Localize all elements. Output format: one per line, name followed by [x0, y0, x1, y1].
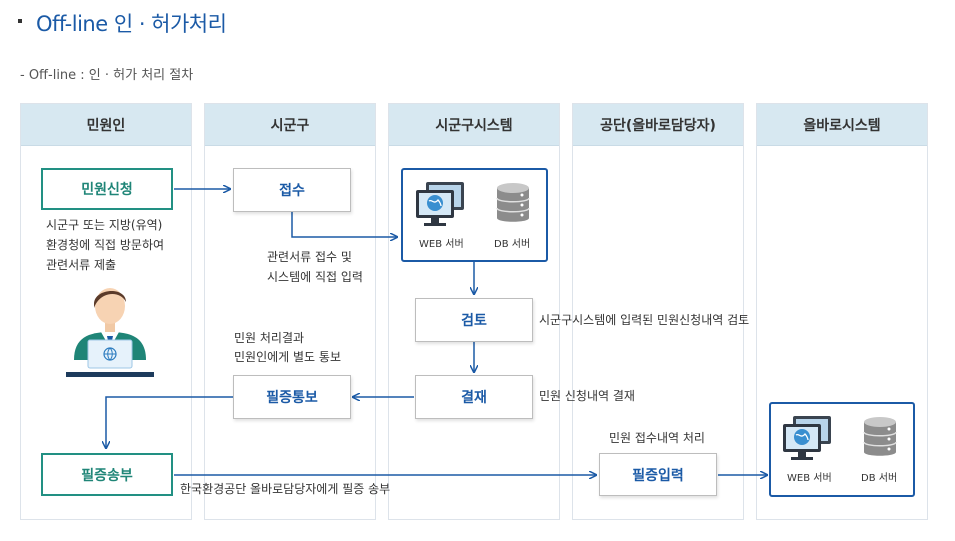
- title-bullet: [18, 19, 22, 23]
- input-box: 필증입력: [599, 453, 717, 496]
- apply-box: 민원신청: [41, 168, 173, 210]
- lane-header: 올바로시스템: [757, 104, 927, 146]
- page-subtitle: - Off-line : 인 · 허가 처리 절차: [20, 68, 194, 83]
- web-server-label: WEB 서버: [787, 473, 832, 484]
- arrow-icon: [106, 396, 233, 448]
- lane-corporation: 공단(올바로담당자): [572, 103, 744, 520]
- result-note-line-1: 민원 처리결과: [234, 331, 305, 345]
- send-note: 한국환경공단 올바로담당자에게 필증 송부: [180, 482, 391, 496]
- review-note: 시군구시스템에 입력된 민원신청내역 검토: [539, 313, 750, 327]
- visit-note-line-1: 시군구 또는 지방(유역): [46, 218, 163, 232]
- process-note: 민원 접수내역 처리: [609, 431, 705, 445]
- approve-box: 결재: [415, 375, 533, 419]
- receive-box: 접수: [233, 168, 351, 212]
- db-server-label: DB 서버: [861, 473, 898, 484]
- arrow-icon: [291, 212, 397, 237]
- database-icon: [496, 183, 530, 222]
- receive-note-line-1: 관련서류 접수 및: [267, 250, 352, 264]
- web-server-label: WEB 서버: [419, 239, 464, 250]
- result-note-line-2: 민원인에게 별도 통보: [234, 350, 341, 364]
- notice-box: 필증통보: [233, 375, 351, 419]
- lane-header: 민원인: [21, 104, 191, 146]
- receive-note-line-2: 시스템에 직접 입력: [267, 270, 363, 284]
- visit-note-line-2: 환경청에 직접 방문하여: [46, 238, 165, 252]
- lane-header: 시군구시스템: [389, 104, 559, 146]
- db-server-label: DB 서버: [494, 239, 531, 250]
- review-box: 검토: [415, 298, 533, 342]
- page-title: Off-line 인 · 허가처리: [36, 12, 227, 36]
- person-laptop-icon: [66, 288, 154, 377]
- database-icon: [863, 417, 897, 456]
- lane-header: 공단(올바로담당자): [573, 104, 743, 146]
- approve-note: 민원 신청내역 결재: [539, 389, 635, 403]
- monitor-globe-icon: [416, 182, 464, 226]
- send-box: 필증송부: [41, 453, 173, 496]
- lane-header: 시군구: [205, 104, 375, 146]
- visit-note-line-3: 관련서류 제출: [46, 258, 117, 272]
- monitor-globe-icon: [783, 416, 831, 460]
